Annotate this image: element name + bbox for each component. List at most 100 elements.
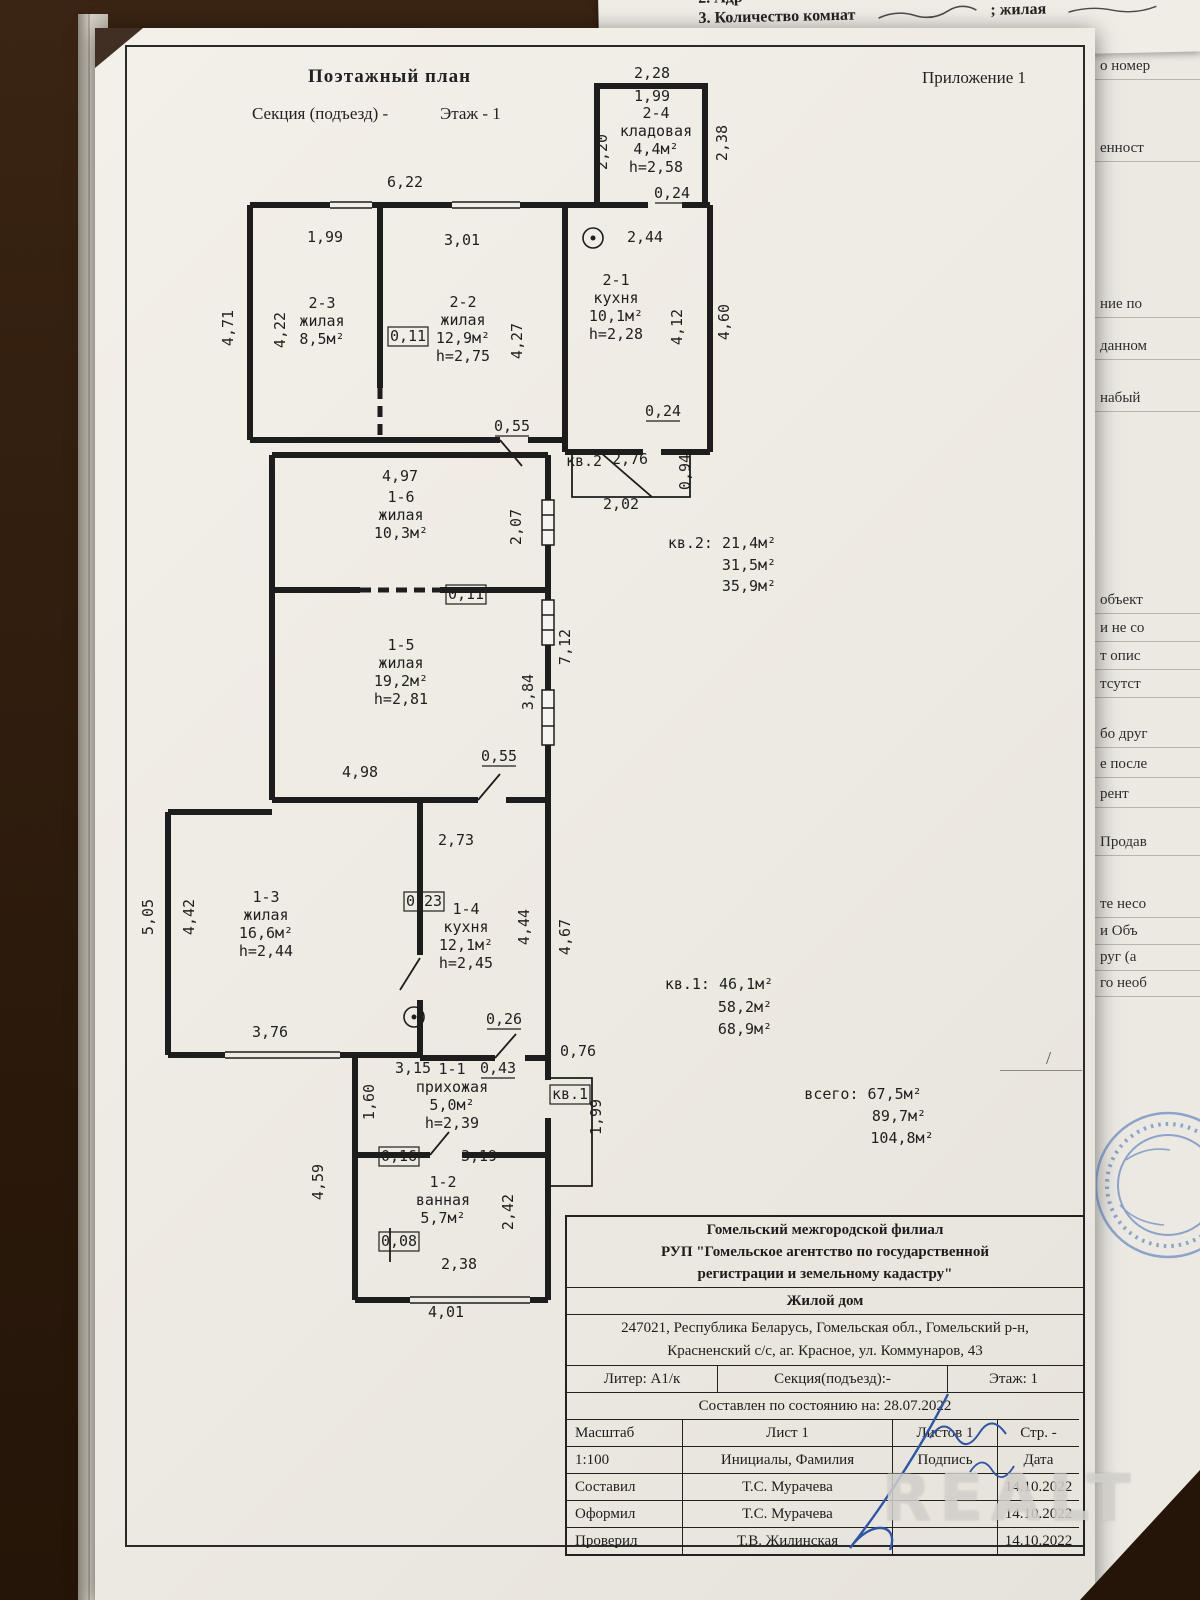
window-box-2	[541, 599, 555, 646]
area-label: 58,2м²	[718, 998, 772, 1016]
title-block: Гомельский межгородской филиал РУП "Гоме…	[565, 1215, 1085, 1556]
area-label: кв.1: 46,1м²	[665, 975, 773, 993]
side-rule-line	[1092, 359, 1200, 360]
name-drawn: Т.С. Мурачева	[682, 1500, 892, 1527]
dimension-label: 3,76	[252, 1023, 288, 1041]
signature-marks	[849, 1393, 1015, 1551]
window-box-hatch	[542, 514, 554, 727]
dimension-label: 4,59	[309, 1164, 327, 1200]
dashed-wall-lines	[360, 388, 440, 593]
side-text-fragment: те несо	[1100, 896, 1147, 912]
dimension-label: 0,23	[406, 892, 442, 910]
room-label: 19,2м²	[374, 672, 428, 690]
room-label: 2-1	[602, 271, 629, 289]
window-box-3	[541, 689, 555, 746]
side-rule-line	[1092, 917, 1200, 918]
handwritten-line	[1000, 1070, 1082, 1071]
floor-label: Этаж - 1	[440, 104, 501, 123]
side-text-fragment: ние по	[1100, 296, 1142, 312]
side-text-fragment: о номер	[1100, 58, 1151, 74]
signature-cell-2	[892, 1500, 997, 1527]
scale-value: 1:100	[567, 1446, 682, 1473]
room-label: h=2,44	[239, 942, 293, 960]
dimension-label: 7,12	[556, 629, 574, 665]
side-rule-line	[1092, 641, 1200, 642]
room-label: кухня	[443, 918, 488, 936]
watermark-realt: REALT	[882, 1462, 1139, 1536]
drawing-frame-border	[125, 45, 1085, 1547]
side-rule-line	[1092, 613, 1200, 614]
dimension-label: 4,12	[668, 309, 686, 345]
blue-stamp	[1096, 1111, 1200, 1259]
dimension-label: 4,22	[271, 312, 289, 348]
room-label: 2-4	[642, 104, 669, 122]
side-rule-line	[1092, 317, 1200, 318]
side-rule-line	[1092, 944, 1200, 945]
dimension-label: 2,42	[499, 1194, 517, 1230]
dimension-label: 1,99	[307, 228, 343, 246]
name-compiled: Т.С. Мурачева	[682, 1473, 892, 1500]
window-box-1	[541, 499, 555, 546]
dimension-label: 3,19	[461, 1147, 497, 1165]
side-rule-line	[1092, 996, 1200, 997]
name-checked: Т.В. Жилинская	[682, 1527, 892, 1554]
room-label: жилая	[440, 311, 485, 329]
room-label: h=2,58	[629, 158, 683, 176]
side-rule-line	[1092, 79, 1200, 80]
address-line-1: 247021, Республика Беларусь, Гомельская …	[621, 1320, 1029, 1336]
dimension-label: 2,20	[593, 134, 611, 170]
room-label: 1-2	[429, 1173, 456, 1191]
area-label: кв.2: 21,4м²	[668, 534, 776, 552]
room-label: h=2,39	[425, 1114, 479, 1132]
dimension-label: 4,67	[556, 919, 574, 955]
room-label: h=2,28	[589, 325, 643, 343]
room-label: 2-3	[308, 294, 335, 312]
dimension-label: 5,05	[139, 899, 157, 935]
area-label: 104,8м²	[870, 1129, 933, 1147]
room-label: h=2,75	[436, 347, 490, 365]
date-checked: 14.10.2022	[997, 1527, 1079, 1554]
dimension-label: 0,76	[560, 1042, 596, 1060]
dimension-label: 4,42	[180, 899, 198, 935]
side-rule-line	[1092, 411, 1200, 412]
role-checked: Проверил	[567, 1527, 682, 1554]
date-compiled: 14.10.2022	[997, 1473, 1079, 1500]
handwritten-slash: /	[1046, 1048, 1052, 1068]
dimension-label: 2,28	[634, 64, 670, 82]
dimension-label-box	[387, 326, 429, 347]
dimension-label: 2,44	[627, 228, 663, 246]
date-drawn: 14.10.2022	[997, 1500, 1079, 1527]
compiled-date-line: Составлен по состоянию на: 28.07.2022	[567, 1392, 1083, 1419]
dimension-label: 6,22	[387, 173, 423, 191]
room-label: 2-2	[449, 293, 476, 311]
side-rule-line	[1092, 777, 1200, 778]
room-label: ванная	[416, 1191, 470, 1209]
dimension-label: 1,60	[360, 1084, 378, 1120]
room-label: жилая	[378, 506, 423, 524]
dimension-label: 0,43	[480, 1059, 516, 1077]
dimension-label: 2,76	[612, 450, 648, 468]
dimension-label: 2,38	[441, 1255, 477, 1273]
room-label: 8,5м²	[299, 330, 344, 348]
room-label: кладовая	[620, 122, 692, 140]
area-label: 31,5м²	[722, 556, 776, 574]
dimension-label: 3,15	[395, 1059, 431, 1077]
dimension-label-box	[378, 1146, 420, 1167]
entry-porch-kv1	[548, 1077, 593, 1187]
side-text-fragment: е после	[1100, 756, 1148, 772]
dimension-label: 0,55	[494, 417, 530, 435]
page-title: Поэтажный план	[308, 66, 472, 87]
role-drawn: Оформил	[567, 1500, 682, 1527]
dimension-label-box	[378, 1231, 420, 1252]
side-text-fragment: и не со	[1100, 620, 1145, 636]
side-text-fragment: и Объ	[1100, 923, 1138, 939]
side-text-fragment: Продав	[1100, 834, 1147, 850]
stove-icon-kitchen-1-4	[403, 1006, 425, 1028]
room-label: 10,3м²	[374, 524, 428, 542]
room-label: 16,6м²	[239, 924, 293, 942]
side-text-fragment: енност	[1100, 140, 1144, 156]
room-label: h=2,45	[439, 954, 493, 972]
room-label: 5,7м²	[420, 1209, 465, 1227]
side-rule-line	[1092, 697, 1200, 698]
